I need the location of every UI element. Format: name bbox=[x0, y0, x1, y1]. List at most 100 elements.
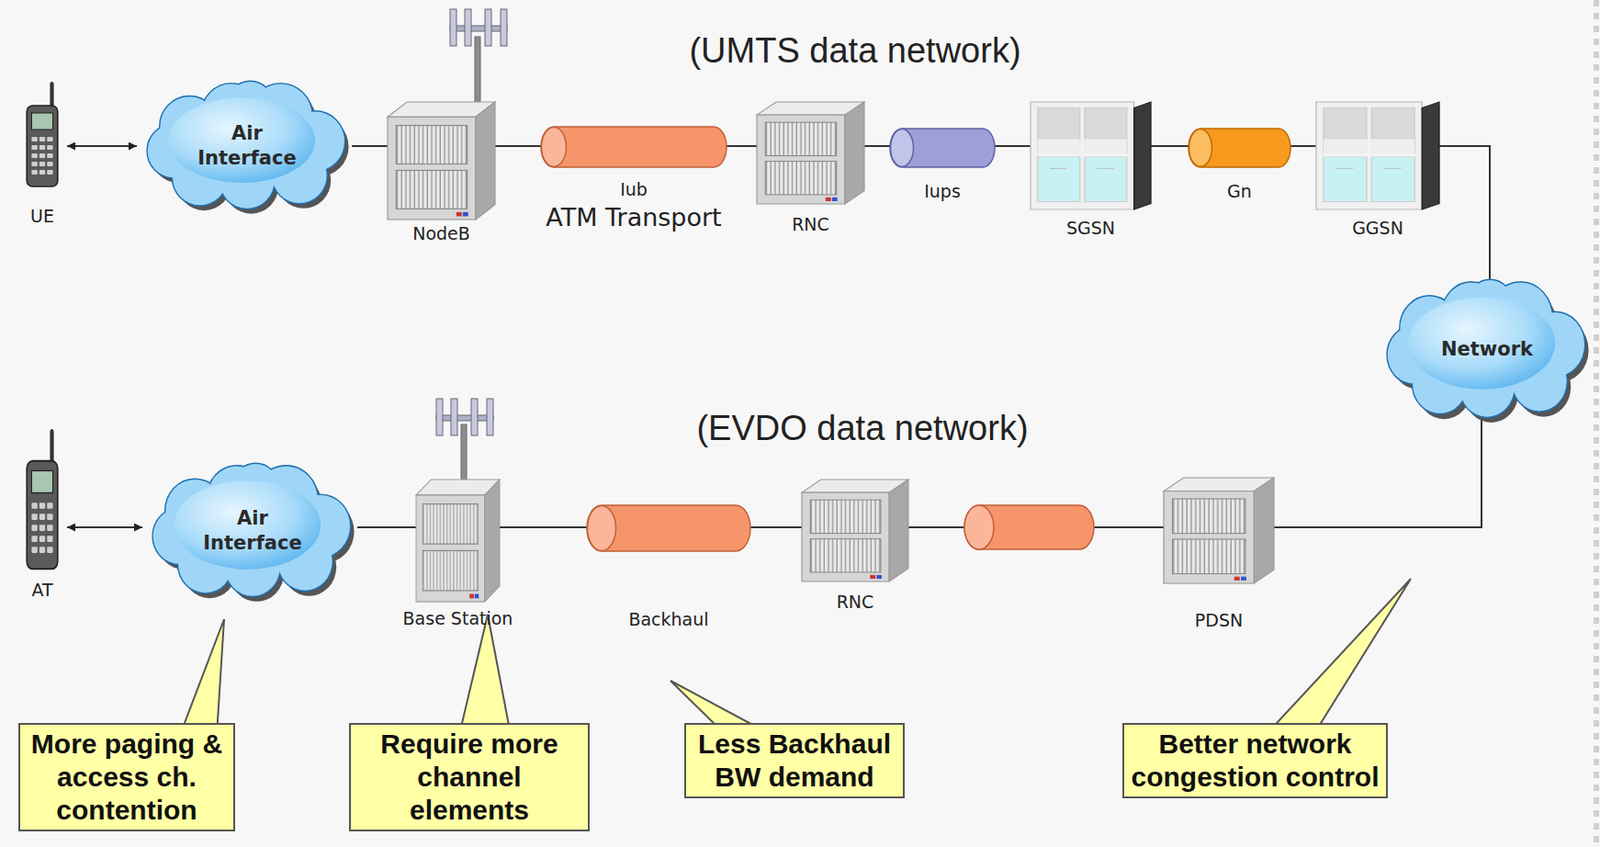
caption-holder: IubATM Transport bbox=[467, 178, 800, 234]
cloud-node-shape bbox=[147, 463, 358, 598]
server-cabinet bbox=[1030, 101, 1151, 210]
server-node-shape bbox=[387, 101, 496, 220]
text-holder: Network bbox=[1382, 280, 1592, 418]
phone-key bbox=[46, 502, 53, 509]
server-node: RNC bbox=[801, 479, 909, 582]
caption-holder: UE bbox=[0, 204, 136, 228]
callout-text: Less Backhaul BW demand bbox=[691, 727, 898, 794]
phone-key bbox=[46, 169, 53, 175]
phone-key bbox=[46, 153, 53, 158]
caption-holder: RNC bbox=[728, 590, 982, 614]
phone-key bbox=[31, 136, 37, 142]
callout-box: Better network congestion control bbox=[1122, 722, 1388, 799]
cloud-label: Air Interface bbox=[182, 121, 312, 170]
cloud-outline bbox=[153, 463, 350, 597]
server-node-shape bbox=[1163, 477, 1274, 584]
phone-key bbox=[46, 513, 53, 520]
phone-key bbox=[46, 535, 53, 542]
cloud-shadow bbox=[157, 469, 354, 602]
server-node-shape bbox=[801, 479, 909, 582]
caption-holder: NodeB bbox=[314, 222, 569, 246]
interface-cylinder-shape bbox=[540, 126, 727, 168]
server-cabinet bbox=[756, 101, 865, 204]
phone-key bbox=[39, 546, 46, 553]
interface-cylinder: Gn bbox=[1188, 128, 1291, 168]
phone-body bbox=[26, 461, 58, 570]
phone-key bbox=[39, 136, 46, 142]
section-heading: (EVDO data network) bbox=[586, 408, 1139, 449]
phone-key bbox=[31, 502, 37, 509]
phone-key bbox=[31, 513, 37, 520]
caption-holder: GGSN bbox=[1242, 216, 1513, 240]
node-label: PDSN bbox=[1090, 608, 1348, 632]
cloud-fill bbox=[1387, 280, 1585, 417]
phone-key bbox=[31, 153, 37, 158]
link-line bbox=[1150, 145, 1189, 147]
callout-pointer bbox=[1265, 578, 1411, 735]
interface-cylinder-shape bbox=[586, 505, 751, 552]
phone-key bbox=[39, 153, 46, 158]
link-line bbox=[1439, 146, 1490, 281]
phone-key bbox=[39, 161, 46, 167]
server-node-shape bbox=[1030, 101, 1151, 210]
phone-key bbox=[46, 145, 53, 150]
link-cylinder bbox=[1188, 128, 1291, 168]
cylinder-end bbox=[541, 127, 567, 168]
link-line bbox=[357, 526, 417, 529]
node-label: Iub bbox=[467, 178, 800, 202]
phone-screen bbox=[31, 112, 53, 130]
node-label: RNC bbox=[683, 213, 938, 237]
cloud-shadow bbox=[151, 87, 349, 215]
cloud-outline bbox=[1387, 280, 1585, 417]
phone-key bbox=[31, 161, 37, 167]
node-label: ATM Transport bbox=[467, 201, 800, 234]
server-node: NodeB bbox=[387, 101, 496, 220]
phone-key bbox=[39, 513, 46, 520]
link-cylinder bbox=[586, 505, 751, 552]
interface-cylinder: Backhaul bbox=[586, 505, 751, 552]
interface-cylinder-shape bbox=[890, 128, 995, 168]
callout-pointer bbox=[459, 614, 511, 735]
node-label: UE bbox=[0, 204, 136, 228]
cloud-node: Air Interface bbox=[147, 463, 358, 598]
server-cabinet bbox=[1163, 477, 1274, 584]
caption-holder: Backhaul bbox=[513, 608, 824, 631]
margin-strip bbox=[1593, 0, 1600, 847]
cloud-label: Air Interface bbox=[188, 506, 317, 555]
link-line bbox=[67, 145, 137, 147]
phone-key bbox=[31, 546, 37, 553]
phone-key bbox=[46, 546, 53, 553]
handset-node-shape bbox=[22, 81, 62, 189]
callout-box: More paging & access ch. contention bbox=[18, 722, 236, 832]
text-holder: Air Interface bbox=[147, 463, 358, 598]
phone-key bbox=[39, 502, 46, 509]
server-cabinet bbox=[801, 479, 909, 582]
cylinder-end bbox=[890, 129, 914, 168]
phone-key bbox=[39, 535, 46, 542]
link-line bbox=[1290, 145, 1317, 147]
phone-key bbox=[46, 524, 53, 531]
phone-key bbox=[39, 145, 46, 150]
callout-box: Require more channel elements bbox=[349, 722, 590, 832]
phone-key bbox=[31, 145, 37, 150]
interface-cylinder-shape bbox=[1188, 128, 1291, 168]
handset-node-shape bbox=[22, 428, 62, 572]
phone-key bbox=[39, 524, 46, 531]
phone-key bbox=[46, 136, 53, 142]
cylinder-end bbox=[1189, 129, 1213, 168]
server-node: PDSN bbox=[1163, 477, 1274, 584]
phone-body bbox=[26, 105, 58, 187]
phone-screen bbox=[31, 470, 53, 493]
node-label: RNC bbox=[728, 590, 982, 614]
cloud-shadow bbox=[1391, 285, 1589, 423]
callout-pointer bbox=[180, 619, 225, 735]
link-line bbox=[351, 145, 388, 147]
callout-text: Better network congestion control bbox=[1129, 727, 1381, 794]
callout-text: More paging & access ch. contention bbox=[25, 727, 228, 827]
cloud-outline bbox=[147, 81, 345, 209]
server-cabinet bbox=[1316, 101, 1440, 210]
server-node: GGSN bbox=[1316, 101, 1440, 210]
server-node: Base Station bbox=[416, 479, 500, 602]
link-line bbox=[67, 526, 143, 529]
